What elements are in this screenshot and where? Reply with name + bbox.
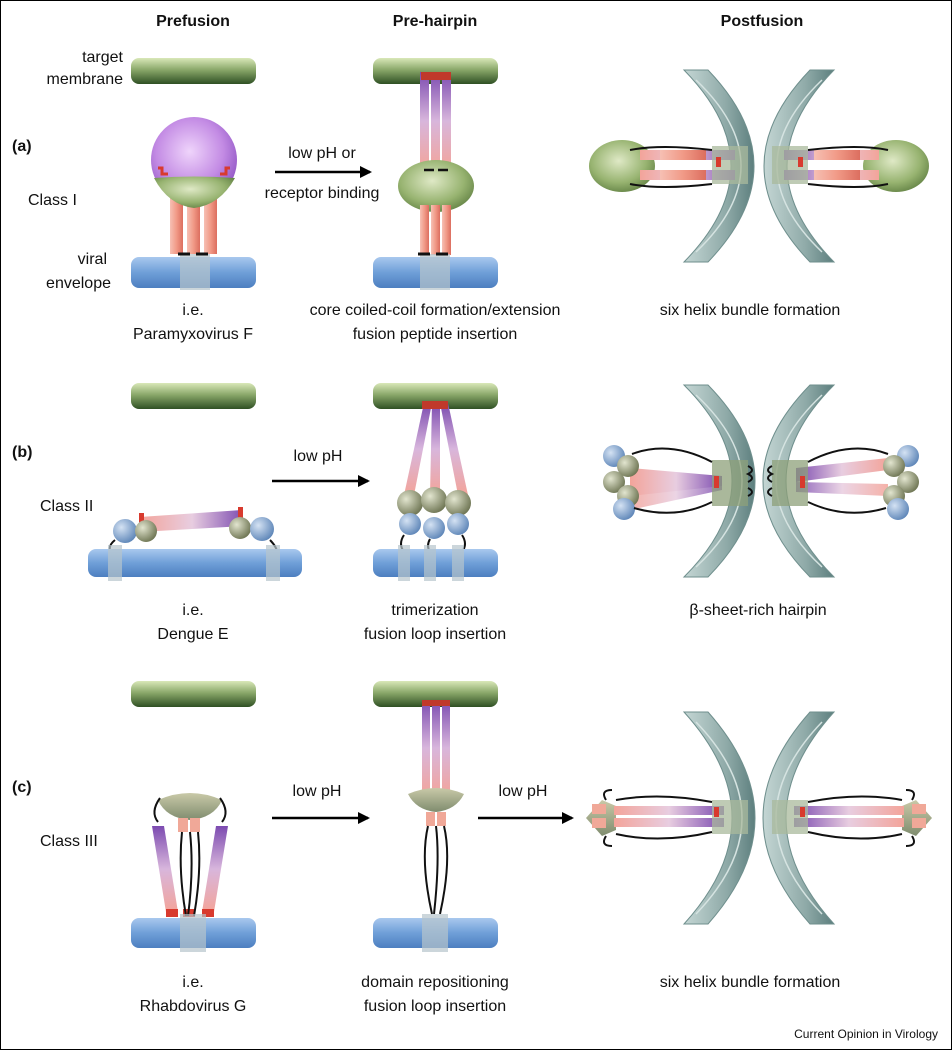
target-membrane-label-line2: membrane (47, 71, 124, 88)
postfusion-caption-a: six helix bundle formation (660, 302, 841, 319)
header-prehairpin: Pre-hairpin (393, 13, 477, 30)
source-credit: Current Opinion in Virology (794, 1027, 938, 1041)
prefusion-caption-a-line1: i.e. (182, 302, 203, 319)
class2-prehairpin-structure (373, 383, 498, 581)
panel-label-a: (a) (12, 138, 32, 155)
postfusion-caption-c: six helix bundle formation (660, 974, 841, 991)
prefusion-caption-b-line2: Dengue E (157, 626, 228, 643)
prehairpin-caption-c-line1: domain repositioning (361, 974, 509, 991)
panel-label-c: (c) (12, 779, 32, 796)
prehairpin-caption-c-line2: fusion loop insertion (364, 998, 506, 1015)
prehairpin-caption-a-line2: fusion peptide insertion (353, 326, 518, 343)
viral-envelope-label-line2: envelope (46, 275, 111, 292)
arrow-c2-label: low pH (499, 783, 548, 800)
arrow-a-label-line2: receptor binding (265, 185, 380, 202)
target-membrane (131, 58, 256, 84)
header-prefusion: Prefusion (156, 13, 230, 30)
panel-label-b: (b) (12, 444, 32, 461)
class1-prehairpin-structure (373, 58, 498, 290)
prehairpin-caption-b-line2: fusion loop insertion (364, 626, 506, 643)
class-label-c: Class III (40, 833, 98, 850)
prefusion-caption-a-line2: Paramyxovirus F (133, 326, 253, 343)
prefusion-caption-b-line1: i.e. (182, 602, 203, 619)
class3-prefusion-structure (131, 681, 256, 952)
class3-postfusion-structure (586, 711, 932, 925)
class1-postfusion-structure (589, 69, 929, 263)
target-membrane-label-line1: target (82, 49, 123, 66)
class2-prefusion-structure (88, 383, 302, 581)
class-label-a: Class I (28, 192, 77, 209)
viral-envelope-label-line1: viral (78, 251, 107, 268)
class2-postfusion-structure (603, 384, 919, 578)
arrow-c1-label: low pH (293, 783, 342, 800)
class-label-b: Class II (40, 498, 93, 515)
prefusion-caption-c-line2: Rhabdovirus G (140, 998, 247, 1015)
prefusion-caption-c-line1: i.e. (182, 974, 203, 991)
arrow-b-label: low pH (294, 448, 343, 465)
header-postfusion: Postfusion (721, 13, 804, 30)
arrow-a-label-line1: low pH or (288, 145, 356, 162)
postfusion-caption-b: β-sheet-rich hairpin (689, 602, 826, 619)
prehairpin-caption-a-line1: core coiled-coil formation/extension (310, 302, 561, 319)
class1-prefusion-structure (131, 58, 256, 290)
class3-prehairpin-structure (373, 681, 498, 952)
prehairpin-caption-b-line1: trimerization (391, 602, 478, 619)
